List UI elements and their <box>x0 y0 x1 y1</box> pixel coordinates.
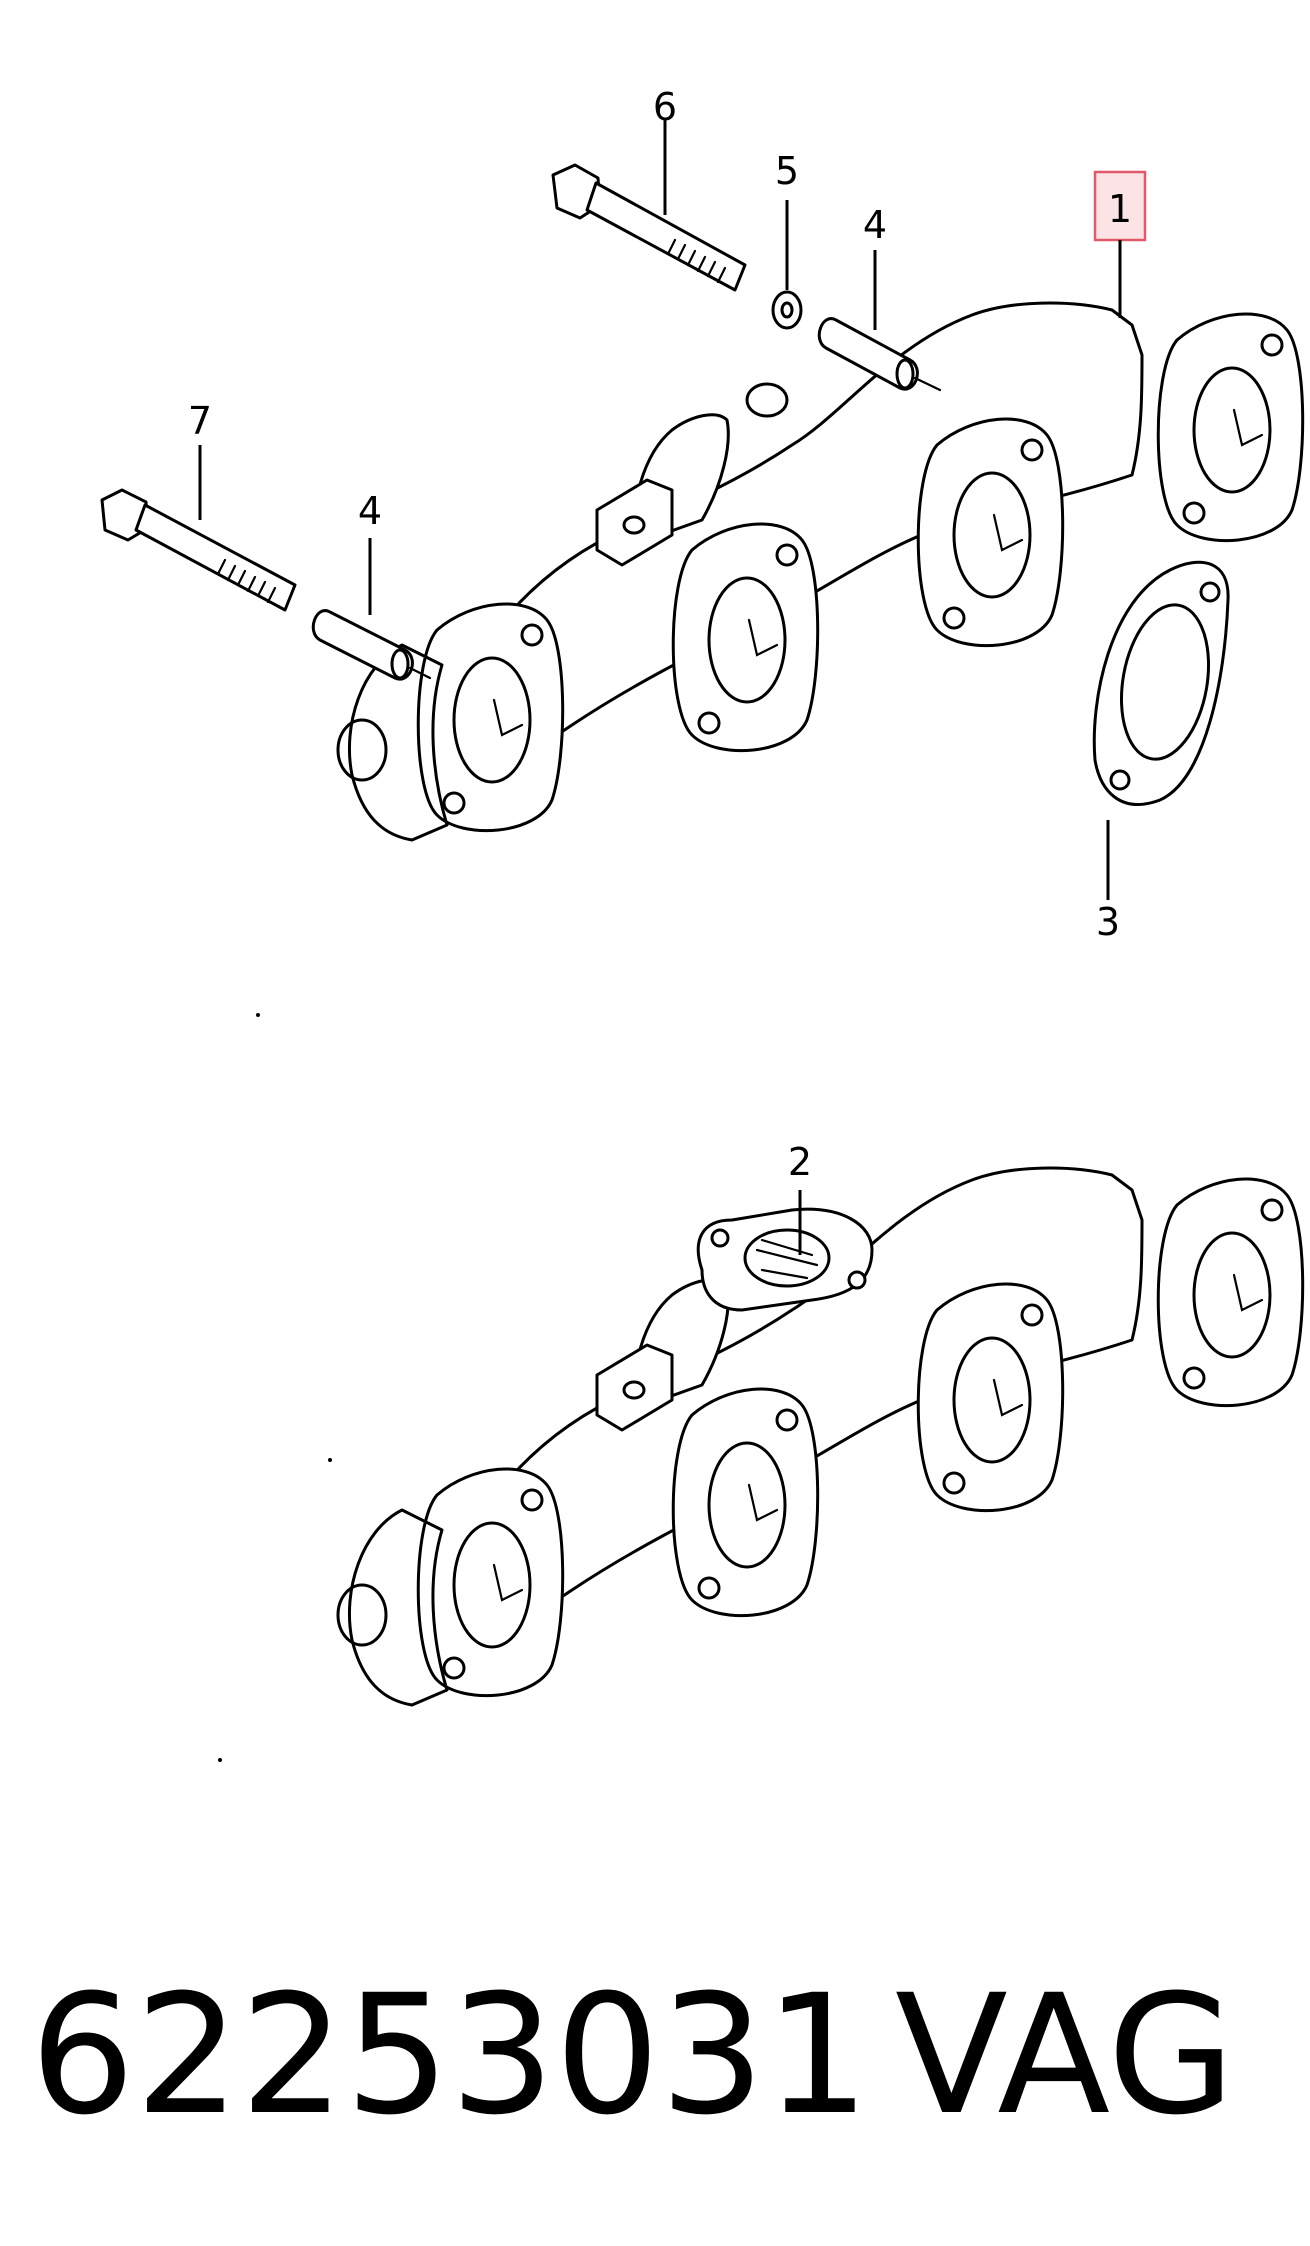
spacer-sleeve-icon <box>817 317 942 392</box>
footer: 62253031 VAG <box>30 1955 1290 2155</box>
part-number: 62253031 <box>30 1959 870 2151</box>
callout-1: 1 <box>1108 187 1132 231</box>
callout-4: 4 <box>863 203 887 247</box>
bolt-icon <box>551 163 747 292</box>
callout-7: 7 <box>188 399 212 443</box>
manifold-gasket-icon <box>1092 560 1230 806</box>
callout-6: 6 <box>653 85 677 129</box>
callout-5: 5 <box>775 149 799 193</box>
exhaust-manifold-with-egr-flange-icon <box>338 1168 1303 1705</box>
brand-label: VAG <box>895 1959 1236 2151</box>
callout-4-lower: 4 <box>358 489 382 533</box>
washer-icon <box>771 290 803 330</box>
callout-3: 3 <box>1096 900 1120 944</box>
bolt-icon <box>100 488 297 612</box>
spacer-sleeve-icon <box>311 609 432 681</box>
callout-2: 2 <box>788 1140 812 1184</box>
